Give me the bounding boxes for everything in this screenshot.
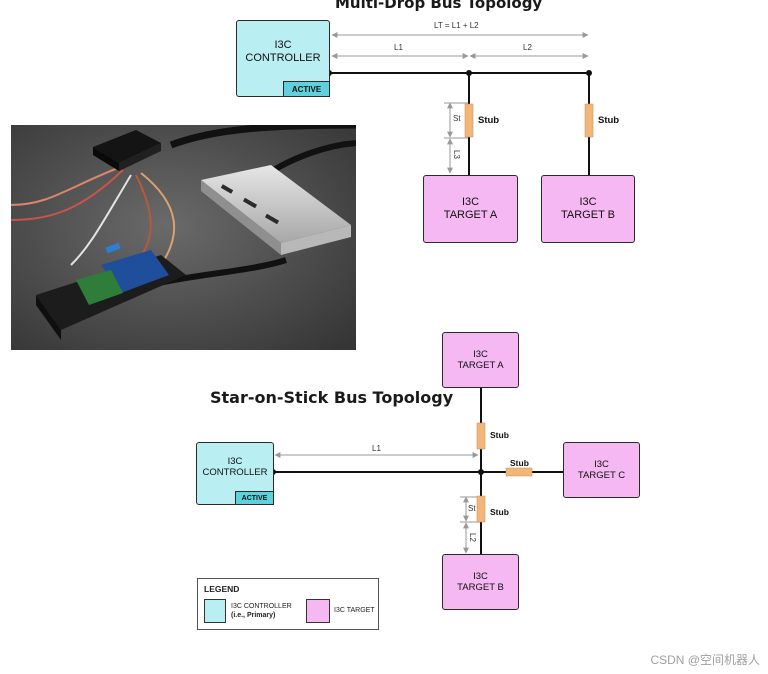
legend-controller-text: I3C CONTROLLER (i.e., Primary) [231,603,292,620]
star-target-c-line2: TARGET C [577,470,626,481]
legend-controller-swatch [204,599,226,623]
top-target-a-box: I3C TARGET A [423,175,518,243]
multi-drop-dimension-lines [331,32,589,174]
stub-resistor [505,467,533,477]
star-stub-label-down: Stub [490,507,509,517]
stub-resistor [584,103,594,138]
l1-label: L1 [394,43,403,52]
top-controller-line1: I3C [274,38,292,51]
star-target-c-box: I3C TARGET C [563,442,640,498]
star-l1-label: L1 [372,444,381,453]
legend-target-swatch [306,599,330,623]
l2-label: L2 [523,43,532,52]
star-target-a-box: I3C TARGET A [442,332,519,388]
lt-label: LT = L1 + L2 [434,21,479,30]
star-target-a-line2: TARGET A [457,360,504,371]
top-target-b-line2: TARGET B [561,209,615,221]
legend-controller-line2: (i.e., Primary) [231,611,276,619]
star-controller-line1: I3C [227,455,243,467]
hardware-photo [11,125,356,350]
stub-resistor [476,422,486,450]
stub-label-b: Stub [598,115,620,126]
star-target-a-line1: I3C [473,349,488,360]
star-on-stick-title: Star-on-Stick Bus Topology [210,388,454,407]
star-target-b-box: I3C TARGET B [442,554,519,610]
legend-target-text: I3C TARGET [334,607,375,614]
star-target-b-line1: I3C [473,571,488,582]
top-target-b-line1: I3C [579,196,597,208]
watermark: CSDN @空间机器人 [650,653,760,667]
top-controller-line2: CONTROLLER [245,51,321,64]
hardware-photo-illustration [11,125,356,350]
bus-node [466,70,472,76]
top-active-badge: ACTIVE [283,81,330,97]
star-target-b-line2: TARGET B [457,582,504,593]
stub-resistor [464,103,474,138]
legend-title: LEGEND [204,584,240,594]
legend-controller-line1: I3C CONTROLLER [231,603,292,610]
top-target-b-box: I3C TARGET B [541,175,635,243]
star-active-badge: ACTIVE [235,491,274,505]
star-controller-line2: CONTROLLER [202,466,268,478]
star-dimension-lines [274,452,480,554]
st-label: St [453,114,461,123]
star-st-label: St [468,504,476,513]
multi-drop-bus [329,72,590,176]
stub-label-a: Stub [478,115,500,126]
legend: LEGEND I3C CONTROLLER (i.e., Primary) I3… [197,578,379,630]
stub-resistor [476,495,486,523]
star-stub-label-up: Stub [490,430,509,440]
top-target-a-line2: TARGET A [443,209,498,221]
star-stub-label-right: Stub [510,458,529,468]
multi-drop-title: Multi-Drop Bus Topology [335,0,543,12]
bus-node [586,70,592,76]
bus-node [478,469,484,475]
l3-label: L3 [451,150,461,159]
star-l2-label: L2 [467,533,477,542]
star-target-c-line1: I3C [594,459,609,470]
top-target-a-line1: I3C [461,196,480,208]
